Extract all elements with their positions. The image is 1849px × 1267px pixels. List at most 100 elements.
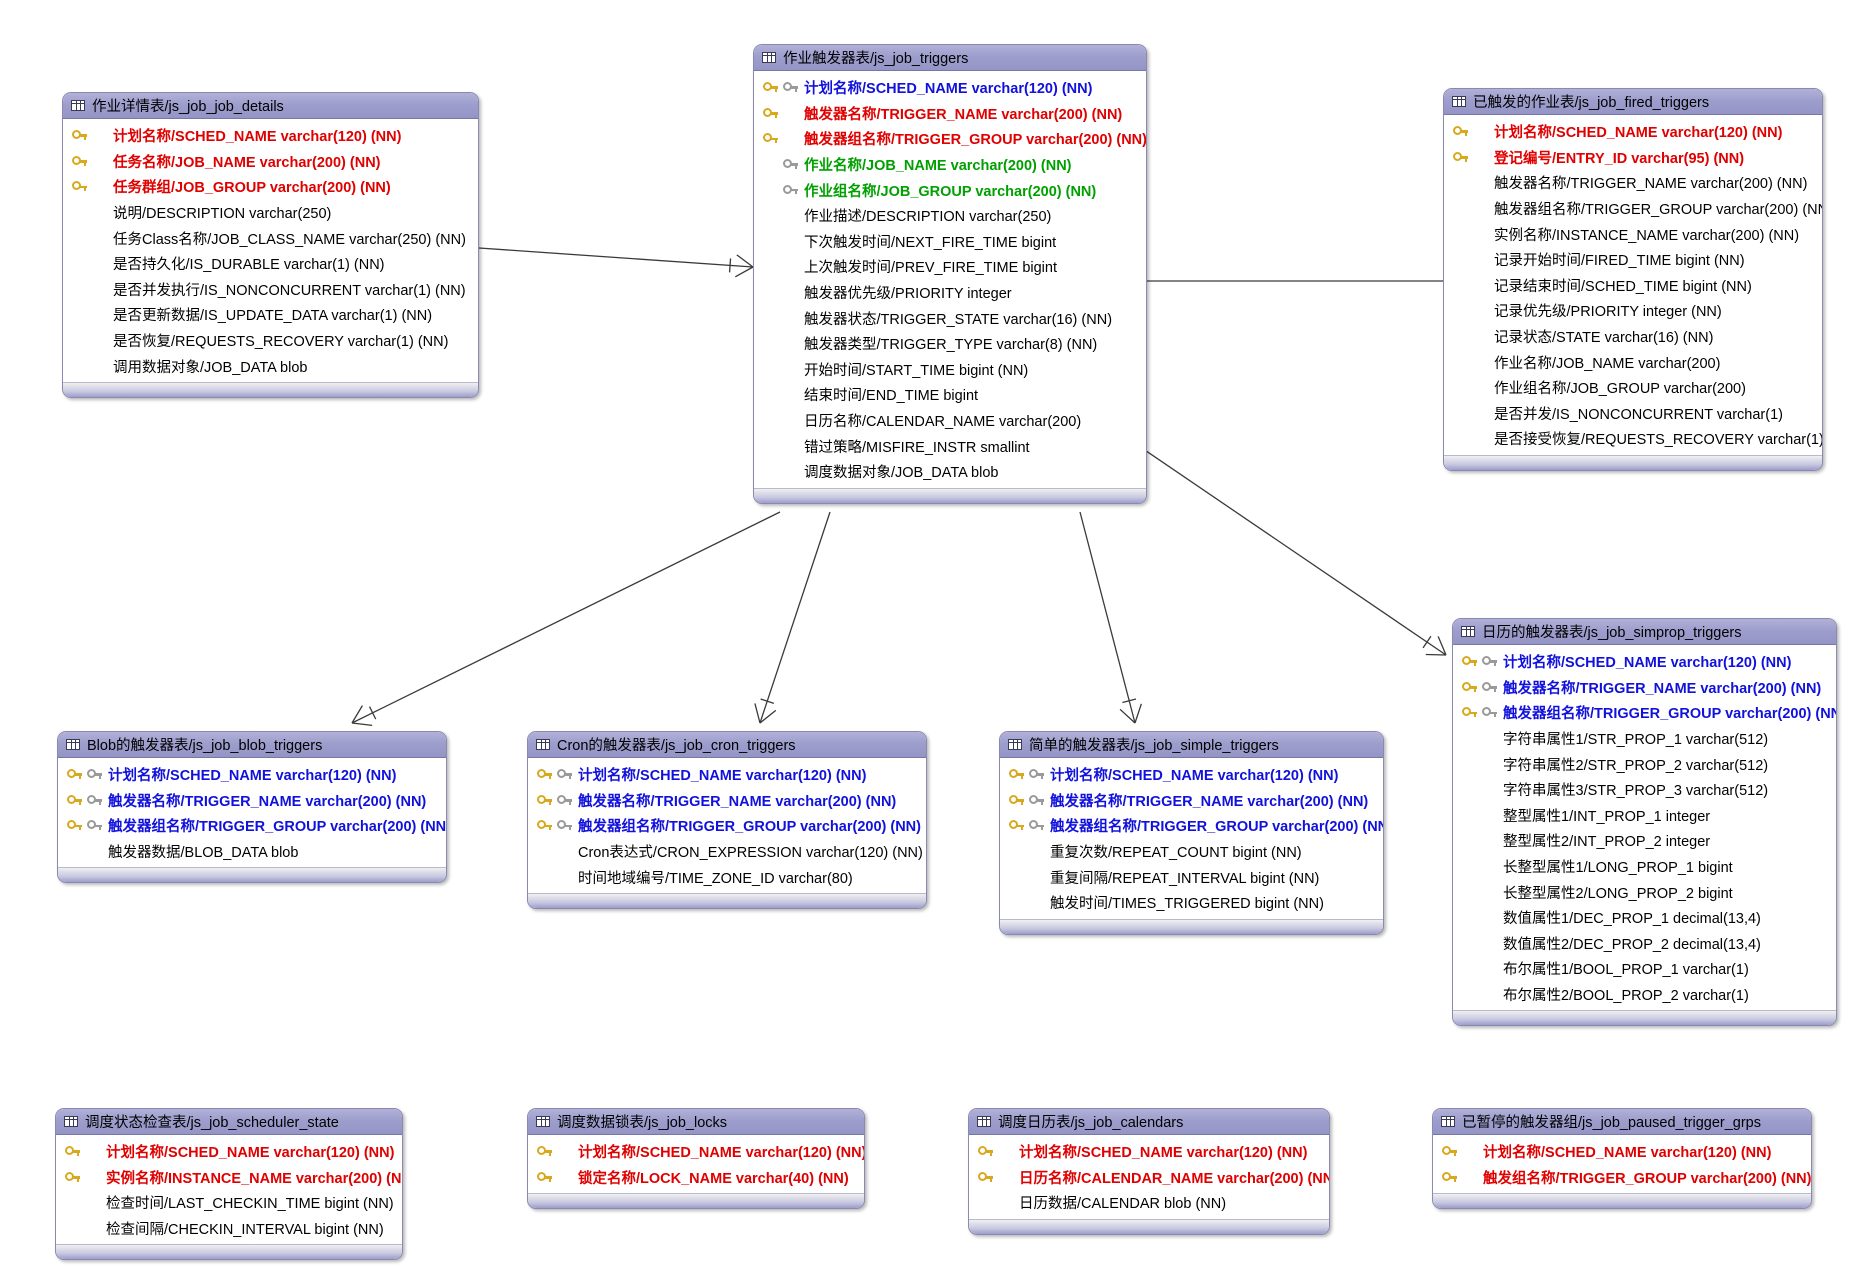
attribute-row[interactable]: 计划名称/SCHED_NAME varchar(120) (NN) [1444, 119, 1822, 145]
attribute-row[interactable]: 触发器数据/BLOB_DATA blob [58, 839, 446, 865]
attribute-row[interactable]: 计划名称/SCHED_NAME varchar(120) (NN) [56, 1139, 402, 1165]
entity-table-job_details[interactable]: 作业详情表/js_job_job_details 计划名称/SCHED_NAME … [62, 92, 479, 398]
attribute-row[interactable]: 长整型属性2/LONG_PROP_2 bigint [1453, 879, 1836, 905]
attribute-row[interactable]: 记录优先级/PRIORITY integer (NN) [1444, 298, 1822, 324]
attribute-row[interactable]: 触发器名称/TRIGGER_NAME varchar(200) (NN) [754, 101, 1146, 127]
attribute-row[interactable]: 计划名称/SCHED_NAME varchar(120) (NN) [754, 75, 1146, 101]
attribute-row[interactable]: 说明/DESCRIPTION varchar(250) [63, 200, 478, 226]
table-header-calendars[interactable]: 调度日历表/js_job_calendars [969, 1109, 1329, 1135]
attribute-row[interactable]: 作业描述/DESCRIPTION varchar(250) [754, 203, 1146, 229]
attribute-row[interactable]: 布尔属性1/BOOL_PROP_1 varchar(1) [1453, 956, 1836, 982]
attribute-row[interactable]: 日历数据/CALENDAR blob (NN) [969, 1190, 1329, 1216]
attribute-row[interactable]: 下次触发时间/NEXT_FIRE_TIME bigint [754, 229, 1146, 255]
attribute-row[interactable]: 触发器组名称/TRIGGER_GROUP varchar(200) (NN) [1444, 196, 1822, 222]
attribute-row[interactable]: 计划名称/SCHED_NAME varchar(120) (NN) [528, 1139, 864, 1165]
relationship-triggers-to-cron-triggers[interactable] [754, 511, 831, 724]
attribute-row[interactable]: 是否接受恢复/REQUESTS_RECOVERY varchar(1) [1444, 426, 1822, 452]
attribute-row[interactable]: 记录开始时间/FIRED_TIME bigint (NN) [1444, 247, 1822, 273]
attribute-row[interactable]: 检查时间/LAST_CHECKIN_TIME bigint (NN) [56, 1190, 402, 1216]
table-header-locks[interactable]: 调度数据锁表/js_job_locks [528, 1109, 864, 1135]
entity-table-simprop_triggers[interactable]: 日历的触发器表/js_job_simprop_triggers 计划名称/SCHE… [1452, 618, 1837, 1027]
attribute-row[interactable]: 结束时间/END_TIME bigint [754, 382, 1146, 408]
attribute-row[interactable]: Cron表达式/CRON_EXPRESSION varchar(120) (NN… [528, 839, 926, 865]
attribute-row[interactable]: 触发时间/TIMES_TRIGGERED bigint (NN) [1000, 890, 1383, 916]
attribute-row[interactable]: 锁定名称/LOCK_NAME varchar(40) (NN) [528, 1165, 864, 1191]
attribute-row[interactable]: 触发器优先级/PRIORITY integer [754, 280, 1146, 306]
attribute-row[interactable]: 触发器状态/TRIGGER_STATE varchar(16) (NN) [754, 305, 1146, 331]
attribute-row[interactable]: 计划名称/SCHED_NAME varchar(120) (NN) [1453, 649, 1836, 675]
attribute-row[interactable]: 触发器组名称/TRIGGER_GROUP varchar(200) (NN) [528, 813, 926, 839]
attribute-row[interactable]: 字符串属性3/STR_PROP_3 varchar(512) [1453, 777, 1836, 803]
attribute-row[interactable]: 触发器名称/TRIGGER_NAME varchar(200) (NN) [58, 788, 446, 814]
attribute-row[interactable]: 重复间隔/REPEAT_INTERVAL bigint (NN) [1000, 864, 1383, 890]
attribute-row[interactable]: 日历名称/CALENDAR_NAME varchar(200) [754, 408, 1146, 434]
table-header-fired_triggers[interactable]: 已触发的作业表/js_job_fired_triggers [1444, 89, 1822, 115]
entity-table-calendars[interactable]: 调度日历表/js_job_calendars 计划名称/SCHED_NAME va… [968, 1108, 1330, 1235]
attribute-row[interactable]: 错过策略/MISFIRE_INSTR smallint [754, 433, 1146, 459]
attribute-row[interactable]: 触发器组名称/TRIGGER_GROUP varchar(200) (NN) [1453, 700, 1836, 726]
attribute-row[interactable]: 长整型属性1/LONG_PROP_1 bigint [1453, 854, 1836, 880]
attribute-row[interactable]: 实例名称/INSTANCE_NAME varchar(200) (NN) [56, 1165, 402, 1191]
attribute-row[interactable]: 计划名称/SCHED_NAME varchar(120) (NN) [1000, 762, 1383, 788]
table-header-simprop_triggers[interactable]: 日历的触发器表/js_job_simprop_triggers [1453, 619, 1836, 645]
table-header-scheduler_state[interactable]: 调度状态检查表/js_job_scheduler_state [56, 1109, 402, 1135]
attribute-row[interactable]: 计划名称/SCHED_NAME varchar(120) (NN) [969, 1139, 1329, 1165]
attribute-row[interactable]: 作业名称/JOB_NAME varchar(200) (NN) [754, 152, 1146, 178]
attribute-row[interactable]: 整型属性1/INT_PROP_1 integer [1453, 803, 1836, 829]
entity-table-fired_triggers[interactable]: 已触发的作业表/js_job_fired_triggers 计划名称/SCHED_… [1443, 88, 1823, 471]
attribute-row[interactable]: 是否持久化/IS_DURABLE varchar(1) (NN) [63, 251, 478, 277]
entity-table-scheduler_state[interactable]: 调度状态检查表/js_job_scheduler_state 计划名称/SCHED… [55, 1108, 403, 1261]
table-header-job_details[interactable]: 作业详情表/js_job_job_details [63, 93, 478, 119]
attribute-row[interactable]: 时间地域编号/TIME_ZONE_ID varchar(80) [528, 864, 926, 890]
attribute-row[interactable]: 数值属性1/DEC_PROP_1 decimal(13,4) [1453, 905, 1836, 931]
attribute-row[interactable]: 触发器名称/TRIGGER_NAME varchar(200) (NN) [1000, 788, 1383, 814]
attribute-row[interactable]: 触发器名称/TRIGGER_NAME varchar(200) (NN) [1453, 675, 1836, 701]
attribute-row[interactable]: 记录结束时间/SCHED_TIME bigint (NN) [1444, 273, 1822, 299]
attribute-row[interactable]: 检查间隔/CHECKIN_INTERVAL bigint (NN) [56, 1216, 402, 1242]
attribute-row[interactable]: 计划名称/SCHED_NAME varchar(120) (NN) [58, 762, 446, 788]
attribute-row[interactable]: 是否恢复/REQUESTS_RECOVERY varchar(1) (NN) [63, 328, 478, 354]
attribute-row[interactable]: 计划名称/SCHED_NAME varchar(120) (NN) [1433, 1139, 1811, 1165]
entity-table-locks[interactable]: 调度数据锁表/js_job_locks 计划名称/SCHED_NAME varch… [527, 1108, 865, 1210]
attribute-row[interactable]: 重复次数/REPEAT_COUNT bigint (NN) [1000, 839, 1383, 865]
table-header-blob_triggers[interactable]: Blob的触发器表/js_job_blob_triggers [58, 732, 446, 758]
attribute-row[interactable]: 记录状态/STATE varchar(16) (NN) [1444, 324, 1822, 350]
attribute-row[interactable]: 登记编号/ENTRY_ID varchar(95) (NN) [1444, 145, 1822, 171]
table-header-job_triggers[interactable]: 作业触发器表/js_job_triggers [754, 45, 1146, 71]
attribute-row[interactable]: 作业组名称/JOB_GROUP varchar(200) [1444, 375, 1822, 401]
attribute-row[interactable]: 开始时间/START_TIME bigint (NN) [754, 357, 1146, 383]
attribute-row[interactable]: 触发器类型/TRIGGER_TYPE varchar(8) (NN) [754, 331, 1146, 357]
entity-table-simple_triggers[interactable]: 简单的触发器表/js_job_simple_triggers 计划名称/SCHED… [999, 731, 1384, 935]
entity-table-cron_triggers[interactable]: Cron的触发器表/js_job_cron_triggers 计划名称/SCHED… [527, 731, 927, 909]
attribute-row[interactable]: 触发器组名称/TRIGGER_GROUP varchar(200) (NN) [1000, 813, 1383, 839]
table-header-cron_triggers[interactable]: Cron的触发器表/js_job_cron_triggers [528, 732, 926, 758]
entity-table-job_triggers[interactable]: 作业触发器表/js_job_triggers 计划名称/SCHED_NAME va… [753, 44, 1147, 504]
attribute-row[interactable]: 作业名称/JOB_NAME varchar(200) [1444, 349, 1822, 375]
attribute-row[interactable]: 任务Class名称/JOB_CLASS_NAME varchar(250) (N… [63, 225, 478, 251]
attribute-row[interactable]: 计划名称/SCHED_NAME varchar(120) (NN) [63, 123, 478, 149]
relationship-triggers-to-blob-triggers[interactable] [351, 511, 781, 726]
attribute-row[interactable]: 调用数据对象/JOB_DATA blob [63, 353, 478, 379]
attribute-row[interactable]: 触发器组名称/TRIGGER_GROUP varchar(200) (NN) [754, 126, 1146, 152]
attribute-row[interactable]: 日历名称/CALENDAR_NAME varchar(200) (NN) [969, 1165, 1329, 1191]
table-header-paused_trigger_grps[interactable]: 已暂停的触发器组/js_job_paused_trigger_grps [1433, 1109, 1811, 1135]
attribute-row[interactable]: 任务名称/JOB_NAME varchar(200) (NN) [63, 149, 478, 175]
table-header-simple_triggers[interactable]: 简单的触发器表/js_job_simple_triggers [1000, 732, 1383, 758]
entity-table-blob_triggers[interactable]: Blob的触发器表/js_job_blob_triggers 计划名称/SCHED… [57, 731, 447, 884]
attribute-row[interactable]: 触发器名称/TRIGGER_NAME varchar(200) (NN) [1444, 170, 1822, 196]
attribute-row[interactable]: 调度数据对象/JOB_DATA blob [754, 459, 1146, 485]
attribute-row[interactable]: 触发组名称/TRIGGER_GROUP varchar(200) (NN) [1433, 1165, 1811, 1191]
entity-table-paused_trigger_grps[interactable]: 已暂停的触发器组/js_job_paused_trigger_grps 计划名称/… [1432, 1108, 1812, 1210]
attribute-row[interactable]: 是否并发/IS_NONCONCURRENT varchar(1) [1444, 401, 1822, 427]
attribute-row[interactable]: 整型属性2/INT_PROP_2 integer [1453, 828, 1836, 854]
attribute-row[interactable]: 计划名称/SCHED_NAME varchar(120) (NN) [528, 762, 926, 788]
attribute-row[interactable]: 字符串属性1/STR_PROP_1 varchar(512) [1453, 726, 1836, 752]
attribute-row[interactable]: 布尔属性2/BOOL_PROP_2 varchar(1) [1453, 982, 1836, 1008]
relationship-job-details-to-triggers[interactable] [478, 247, 754, 278]
attribute-row[interactable]: 字符串属性2/STR_PROP_2 varchar(512) [1453, 751, 1836, 777]
relationship-triggers-to-simprop-triggers[interactable] [1129, 439, 1447, 656]
attribute-row[interactable]: 实例名称/INSTANCE_NAME varchar(200) (NN) [1444, 221, 1822, 247]
attribute-row[interactable]: 是否更新数据/IS_UPDATE_DATA varchar(1) (NN) [63, 302, 478, 328]
attribute-row[interactable]: 触发器组名称/TRIGGER_GROUP varchar(200) (NN) [58, 813, 446, 839]
attribute-row[interactable]: 数值属性2/DEC_PROP_2 decimal(13,4) [1453, 931, 1836, 957]
